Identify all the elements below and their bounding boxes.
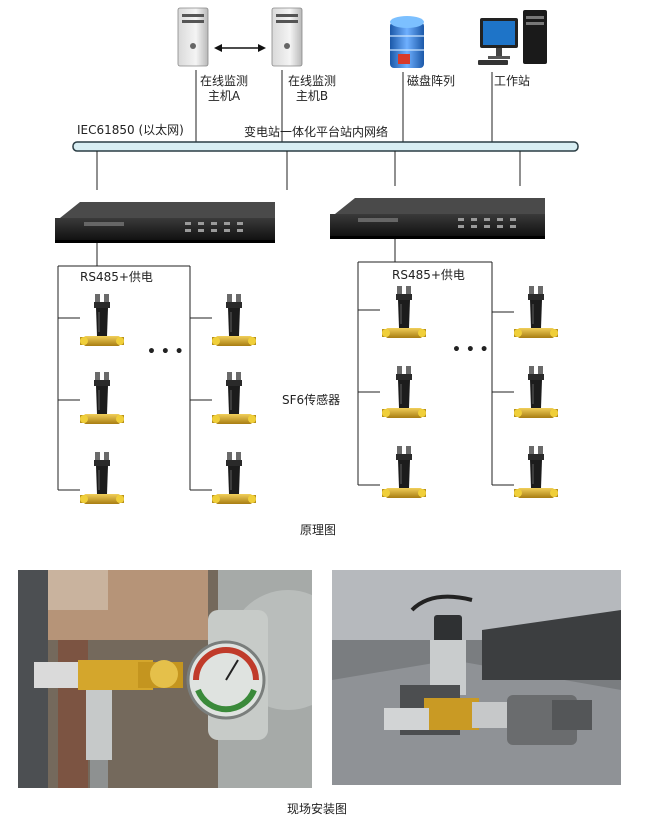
right-data-concentrator: [330, 198, 545, 239]
left-rs485-wiring: [57, 243, 212, 491]
host-b-computer-icon: [271, 7, 303, 67]
disk-array-icon: [390, 16, 424, 68]
sf6-sensor: [514, 446, 558, 498]
right-rs485-label: RS485+供电: [392, 268, 465, 282]
host-link-arrow: [214, 44, 266, 52]
sf6-sensor: [80, 452, 124, 504]
disk-array-label: 磁盘阵列: [407, 74, 456, 88]
left-rs485-label: RS485+供电: [80, 270, 153, 284]
host-a-label: 在线监测 主机A: [200, 74, 249, 103]
field-photo-right: [332, 570, 621, 785]
field-photo-left: [18, 570, 312, 788]
sensor-label: SF6传感器: [282, 393, 341, 407]
device-drop-lines: [195, 70, 493, 142]
left-data-concentrator: [55, 202, 275, 243]
bus-label: 变电站一体化平台站内网络: [244, 125, 389, 139]
right-rs485-wiring: [357, 239, 514, 486]
host-b-label: 在线监测 主机B: [288, 74, 337, 103]
sf6-sensor: [212, 452, 256, 504]
left-ellipsis: • • •: [147, 344, 184, 360]
bus-down-lines: [96, 151, 521, 190]
sf6-sensor: [80, 294, 124, 346]
network-bus: [72, 141, 579, 152]
protocol-label: IEC61850 (以太网): [77, 123, 184, 137]
sf6-sensor: [212, 294, 256, 346]
right-ellipsis: • • •: [452, 342, 489, 358]
sf6-sensor: [80, 372, 124, 424]
workstation-label: 工作站: [494, 74, 531, 88]
sf6-sensor: [382, 446, 426, 498]
sf6-sensor: [212, 372, 256, 424]
sf6-sensor: [514, 366, 558, 418]
workstation-icon: [478, 10, 547, 65]
sf6-sensor: [382, 366, 426, 418]
sf6-sensor: [382, 286, 426, 338]
host-a-computer-icon: [177, 7, 209, 67]
installation-caption: 现场安装图: [287, 802, 348, 816]
principle-caption: 原理图: [300, 523, 337, 537]
sf6-sensor: [514, 286, 558, 338]
